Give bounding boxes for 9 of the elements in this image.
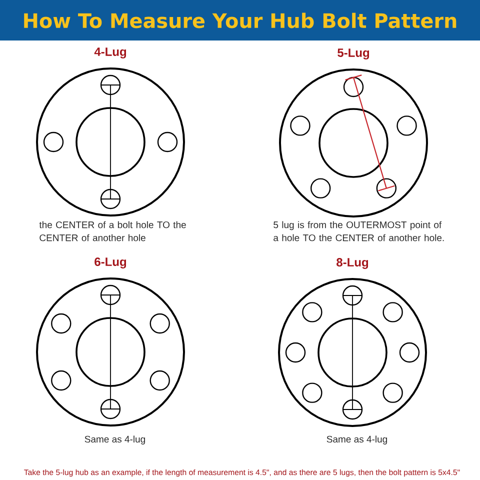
caption-text: Same as 4-lug xyxy=(84,436,145,444)
caption-text: Same as 4-lug xyxy=(326,436,387,444)
title-banner: How To Measure Your Hub Bolt Pattern xyxy=(0,0,480,40)
hub-heading: 5-Lug xyxy=(338,48,370,60)
hub-heading: 4-Lug xyxy=(94,48,126,58)
caption-text: the CENTER of a bolt hole TO the CENTER of another hole xyxy=(39,221,186,242)
caption-text: 5 lug is from the OUTERMOST point of a hole TO the CENTER of another hole. xyxy=(274,221,444,242)
hub-heading: 8-Lug xyxy=(336,258,368,269)
hub-heading: 6-Lug xyxy=(94,258,126,268)
